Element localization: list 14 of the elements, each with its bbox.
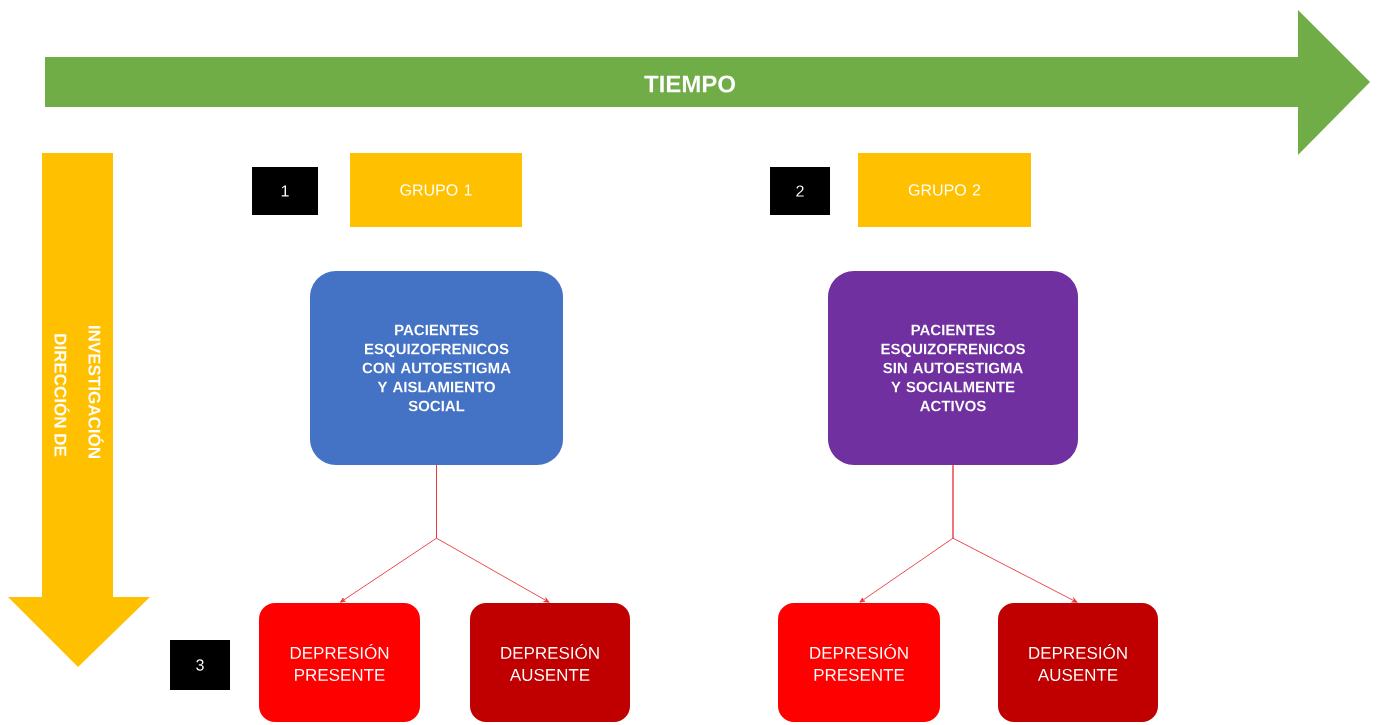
outcome-box: DEPRESIÓN PRESENTE — [259, 603, 420, 722]
group-label-box: GRUPO 2 — [858, 153, 1031, 227]
patient-group-box: PACIENTES ESQUIZOFRENICOS CON AUTOESTIGMA Y AISLAMIENTO SOCIAL — [310, 271, 563, 465]
arrow — [436, 464, 550, 603]
outcome-box: DEPRESIÓN AUSENTE — [470, 603, 630, 722]
research-direction-banner: DIRECCIÓN DE INVESTIGACIÓN — [8, 153, 150, 667]
number-box: 3 — [170, 640, 230, 690]
patient-group-box: PACIENTES ESQUIZOFRENICOS SIN AUTOESTIGMA Y SOCIALMENTE ACTIVOS — [828, 271, 1078, 465]
number-box: 2 — [770, 167, 830, 215]
arrow — [952, 464, 1078, 603]
number-box: 1 — [252, 167, 318, 215]
group-label-box: GRUPO 1 — [350, 153, 522, 227]
outcome-box: DEPRESIÓN PRESENTE — [778, 603, 940, 722]
outcome-box: DEPRESIÓN AUSENTE — [998, 603, 1158, 722]
